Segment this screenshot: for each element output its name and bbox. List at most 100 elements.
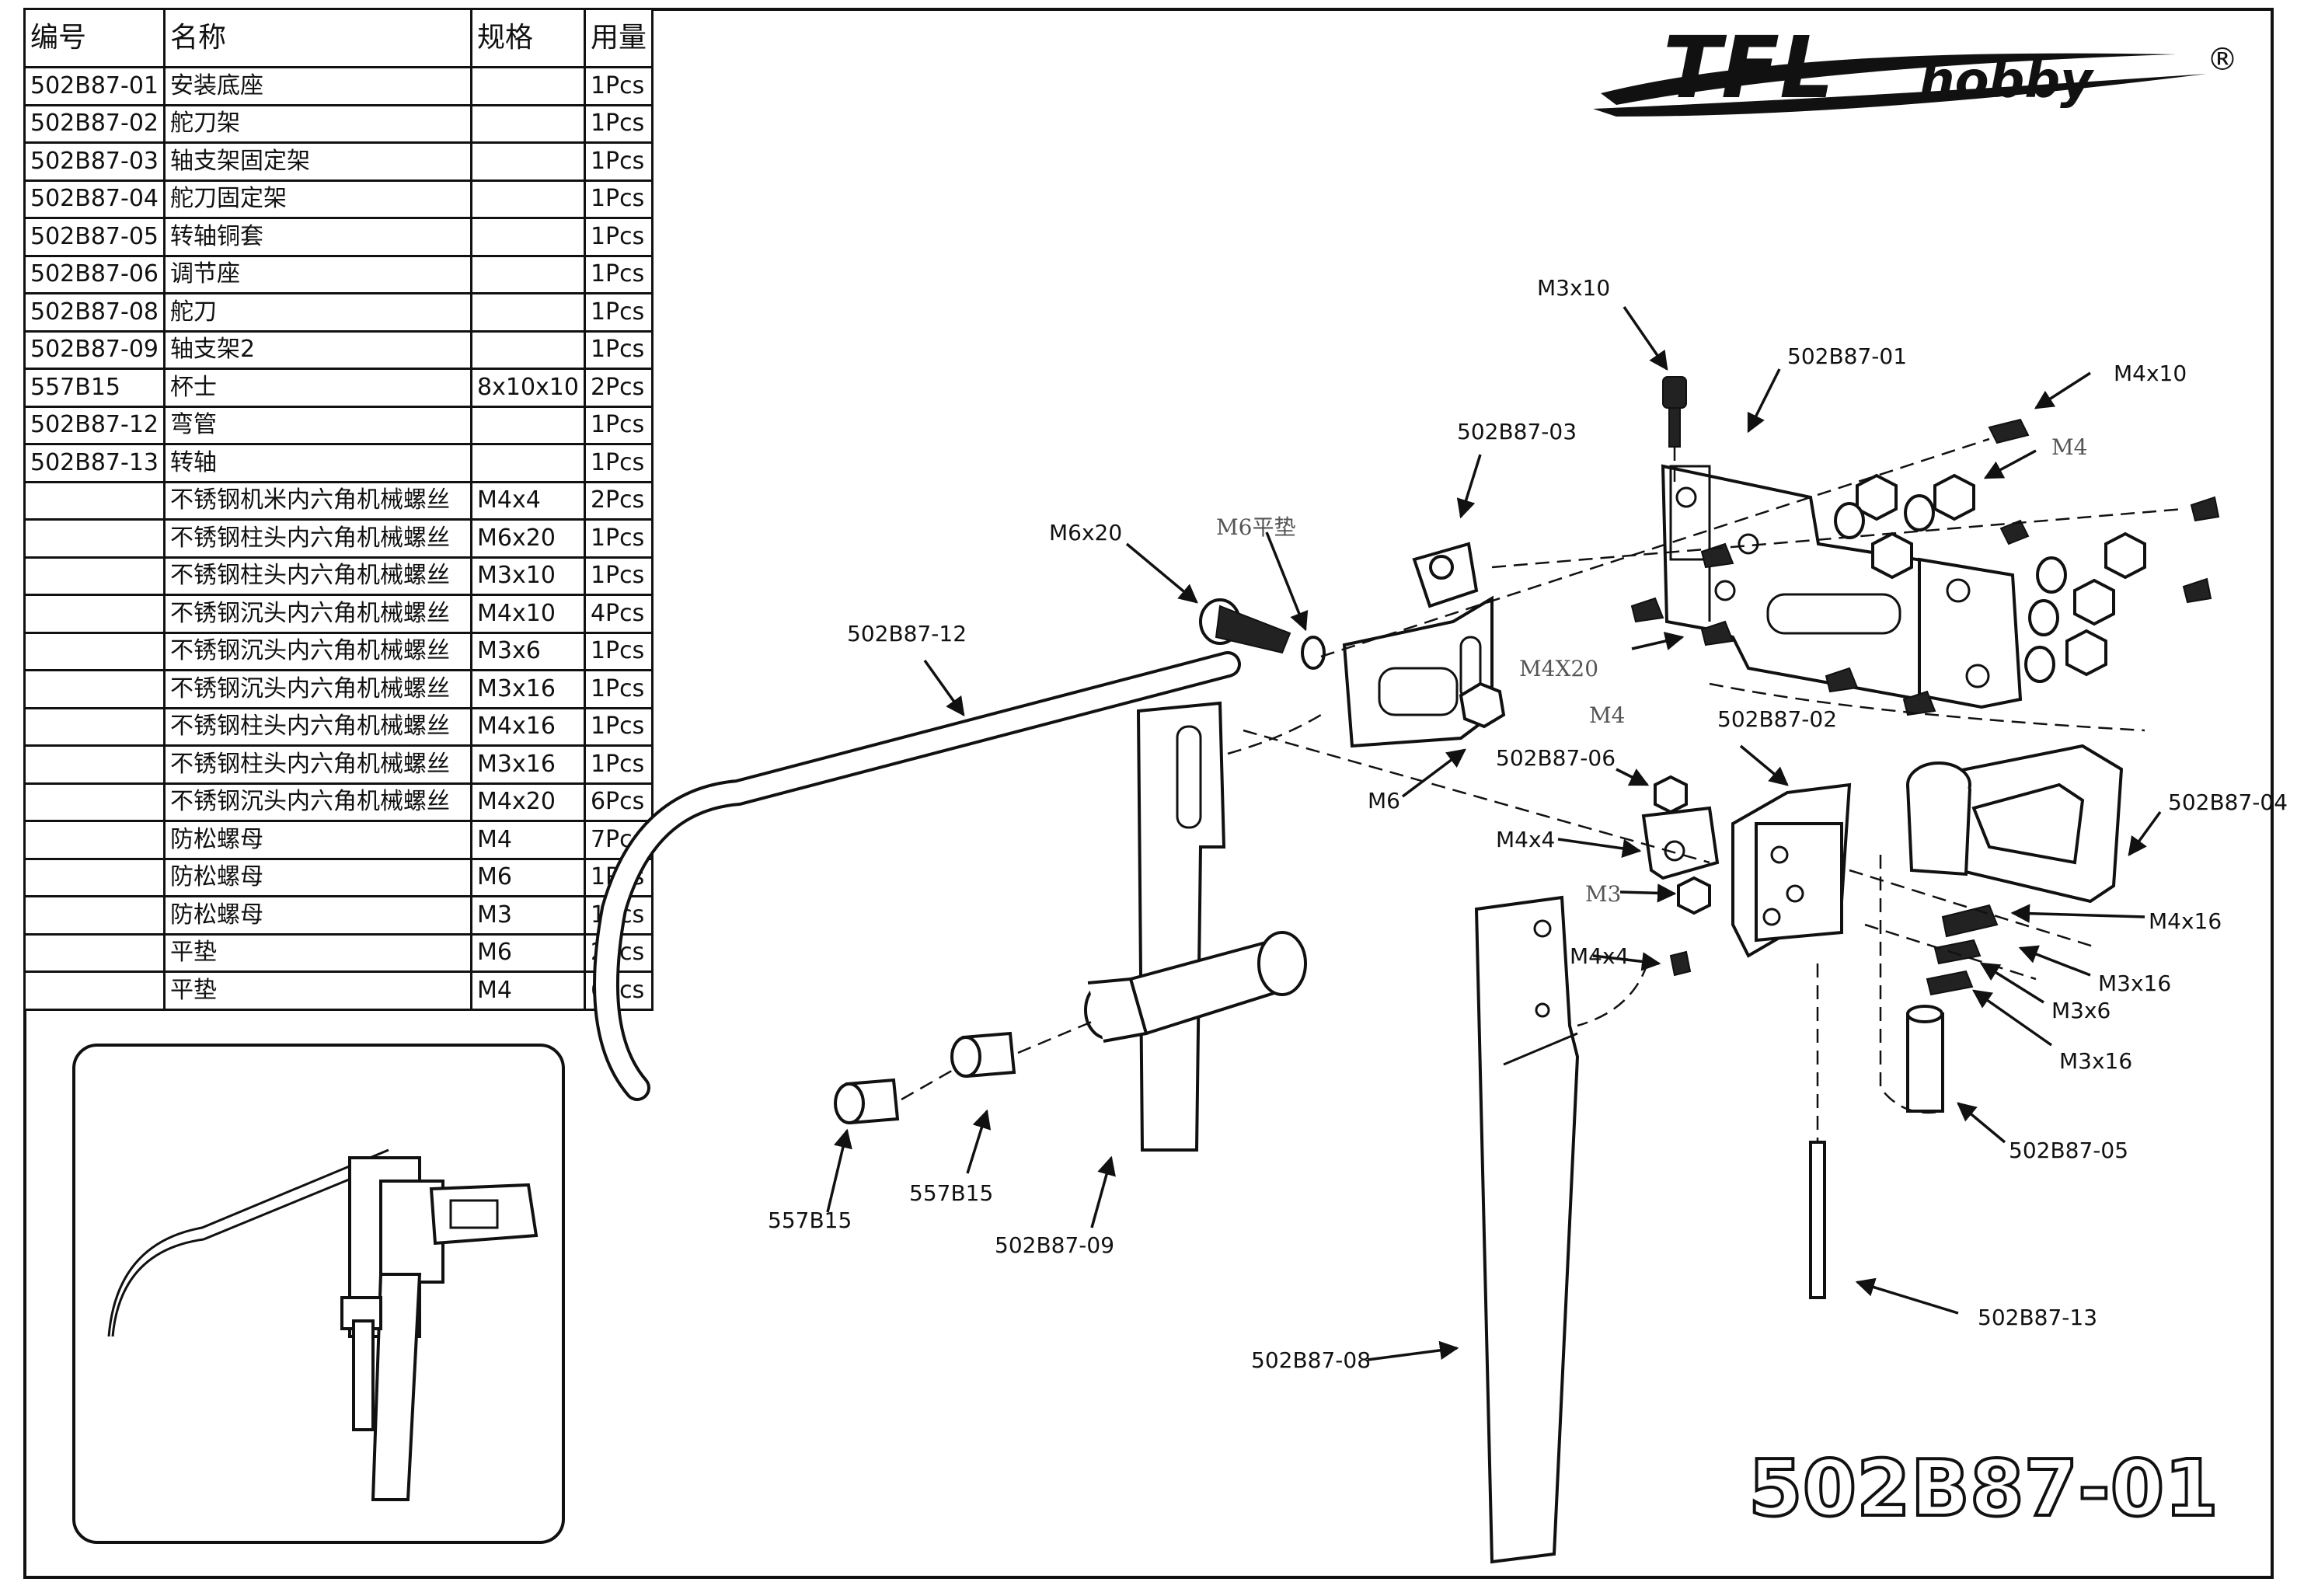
part-number-cell: 502B87-01 — [23, 66, 166, 106]
part-name-cell: 不锈钢沉头内六角机械螺丝 — [163, 631, 473, 671]
quantity-cell: 6Pcs — [583, 782, 654, 822]
spec-cell — [470, 179, 586, 219]
label-M3x16-a: M3x16 — [2098, 970, 2171, 996]
part-name-cell: 防松螺母 — [163, 895, 473, 936]
part-number-cell — [23, 480, 166, 521]
part-name-cell: 不锈钢柱头内六角机械螺丝 — [163, 518, 473, 559]
spec-cell — [470, 103, 586, 144]
part-name-cell: 平垫 — [163, 932, 473, 973]
label-M4-small: M4 — [1589, 702, 1625, 728]
spec-cell: M3 — [470, 895, 586, 936]
part-number-cell: 502B87-03 — [23, 141, 166, 182]
spec-cell — [470, 254, 586, 294]
part-number-cell — [23, 556, 166, 596]
label-M4X20: M4X20 — [1519, 656, 1598, 681]
label-502B87-08: 502B87-08 — [1251, 1347, 1371, 1373]
table-header-row: 编号名称规格用量 — [23, 8, 654, 68]
label-M6-washer: M6平垫 — [1216, 514, 1296, 540]
part-name-cell: 舵刀架 — [163, 103, 473, 144]
part-name-cell: 防松螺母 — [163, 820, 473, 860]
screws-M4x10 — [1630, 418, 2220, 716]
label-502B87-02: 502B87-02 — [1717, 706, 1837, 732]
quantity-cell: 1Pcs — [583, 329, 654, 370]
part-502B87-03-bracket — [1342, 542, 1506, 748]
quantity-cell: 1Pcs — [583, 405, 654, 445]
label-502B87-06: 502B87-06 — [1496, 745, 1616, 771]
label-502B87-03: 502B87-03 — [1457, 419, 1577, 444]
inset-slot — [449, 1199, 499, 1229]
inset-holder — [429, 1183, 539, 1246]
quantity-cell: 1Pcs — [583, 706, 654, 747]
part-number-cell: 557B15 — [23, 368, 166, 408]
part-name-cell: 弯管 — [163, 405, 473, 445]
quantity-cell: 4Pcs — [583, 594, 654, 634]
part-number-cell — [23, 631, 166, 671]
part-number-cell — [23, 895, 166, 936]
part-name-cell: 轴支架2 — [163, 329, 473, 370]
quantity-cell: 1Pcs — [583, 66, 654, 106]
spec-cell: M3x6 — [470, 631, 586, 671]
spec-cell: M6 — [470, 857, 586, 897]
label-M3x16-b: M3x16 — [2059, 1048, 2132, 1074]
spec-cell — [470, 217, 586, 257]
logo-suffix: hobby — [1919, 52, 2094, 110]
part-name-cell: 舵刀固定架 — [163, 179, 473, 219]
quantity-cell: 1Pcs — [583, 292, 654, 333]
label-502B87-04: 502B87-04 — [2168, 789, 2288, 815]
spec-cell — [470, 66, 586, 106]
part-number-cell: 502B87-08 — [23, 292, 166, 333]
quantity-cell: 1Pcs — [583, 254, 654, 294]
spec-cell: M6x20 — [470, 518, 586, 559]
spec-cell: M4x16 — [470, 706, 586, 747]
spec-cell: M4x20 — [470, 782, 586, 822]
part-number-cell: 502B87-13 — [23, 443, 166, 483]
spec-cell: M4 — [470, 970, 586, 1011]
nuts-washers-M4 — [1834, 473, 2146, 683]
part-number-cell: 502B87-05 — [23, 217, 166, 257]
quantity-cell: 1Pcs — [583, 217, 654, 257]
part-number-cell — [23, 594, 166, 634]
brand-logo: TFL hobby ® — [1593, 18, 2238, 117]
label-M4x4-b: M4x4 — [1570, 943, 1629, 969]
part-name-cell: 不锈钢柱头内六角机械螺丝 — [163, 744, 473, 785]
table-header-cell: 名称 — [163, 8, 473, 68]
inset-rudder — [371, 1273, 422, 1501]
spec-cell — [470, 443, 586, 483]
part-number-cell — [23, 857, 166, 897]
label-M4x10: M4x10 — [2114, 361, 2187, 386]
callout-arrows — [826, 306, 2162, 1361]
label-502B87-05: 502B87-05 — [2009, 1138, 2128, 1163]
inset-frame — [72, 1044, 565, 1544]
table-header-cell: 编号 — [23, 8, 166, 68]
part-name-cell: 不锈钢沉头内六角机械螺丝 — [163, 669, 473, 709]
part-name-cell: 不锈钢柱头内六角机械螺丝 — [163, 556, 473, 596]
spec-cell — [470, 141, 586, 182]
part-name-cell: 舵刀 — [163, 292, 473, 333]
part-name-cell: 转轴 — [163, 443, 473, 483]
inset-shaft-support — [352, 1319, 375, 1431]
part-number-cell: 502B87-02 — [23, 103, 166, 144]
label-502B87-13: 502B87-13 — [1978, 1305, 2097, 1330]
part-name-cell: 轴支架固定架 — [163, 141, 473, 182]
part-502B87-02-frame — [1731, 782, 1852, 958]
part-number-cell: 502B87-12 — [23, 405, 166, 445]
label-502B87-01: 502B87-01 — [1787, 343, 1907, 369]
label-M4x4-a: M4x4 — [1496, 827, 1555, 852]
quantity-cell: 1Pcs — [583, 631, 654, 671]
part-502B87-01-base — [1661, 464, 2023, 709]
assembled-view-inset — [72, 1044, 565, 1544]
